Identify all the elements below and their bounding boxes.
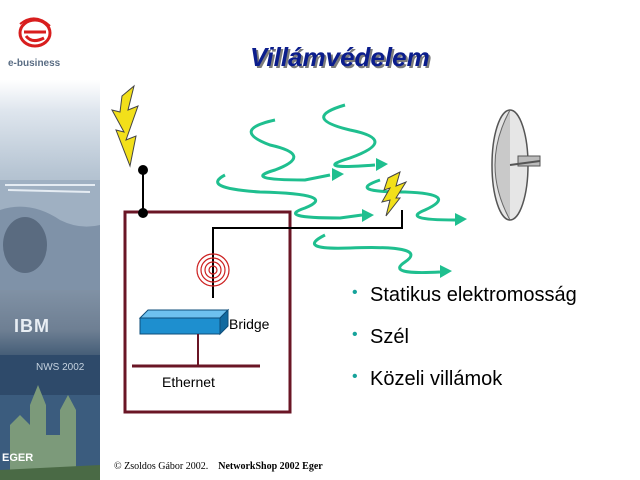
junction-dot-bottom bbox=[138, 208, 148, 218]
bridge-label: Bridge bbox=[229, 316, 270, 332]
brand-text: e-business bbox=[8, 58, 61, 69]
footer: © Zsoldos Gábor 2002. NetworkShop 2002 Eg… bbox=[114, 461, 323, 472]
city-label: EGER bbox=[2, 452, 34, 464]
bullet-dot-icon: • bbox=[352, 284, 358, 301]
interference-waves bbox=[216, 103, 456, 275]
lightning-bolt-icon-small bbox=[380, 171, 408, 217]
ethernet-label: Ethernet bbox=[162, 374, 215, 390]
antenna-cable bbox=[212, 210, 403, 298]
footer-copyright: © Zsoldos Gábor 2002. bbox=[114, 461, 209, 472]
antenna-signal-icon bbox=[196, 253, 230, 287]
sidebar-panel bbox=[0, 355, 100, 480]
eger-skyline-icon bbox=[0, 385, 100, 480]
sidebar: e-business IBM NWS 2002 EGER bbox=[0, 0, 100, 480]
bullet-item: •Közeli villámok bbox=[352, 366, 577, 392]
sidebar-photo bbox=[0, 180, 100, 290]
wave-arrows bbox=[332, 158, 467, 278]
e-business-logo bbox=[18, 17, 52, 48]
page-title: Villámvédelem bbox=[250, 42, 430, 72]
lightning-diagram bbox=[111, 84, 541, 414]
ibm-logo: IBM bbox=[14, 316, 50, 336]
junction-dot-top bbox=[138, 165, 148, 175]
bullet-list: •Statikus elektromosság •Szél •Közeli vi… bbox=[352, 282, 577, 408]
building-frame bbox=[123, 210, 292, 414]
satellite-dish-icon bbox=[491, 109, 541, 221]
bullet-dot-icon: • bbox=[352, 368, 358, 385]
event-badge: NWS 2002 bbox=[36, 362, 85, 373]
bullet-dot-icon: • bbox=[352, 326, 358, 343]
bridge-device-icon bbox=[138, 308, 230, 336]
lightning-bolt-icon bbox=[111, 84, 139, 168]
bullet-item: •Szél bbox=[352, 324, 577, 350]
bullet-item: •Statikus elektromosság bbox=[352, 282, 577, 308]
footer-event: NetworkShop 2002 Eger bbox=[218, 461, 323, 472]
